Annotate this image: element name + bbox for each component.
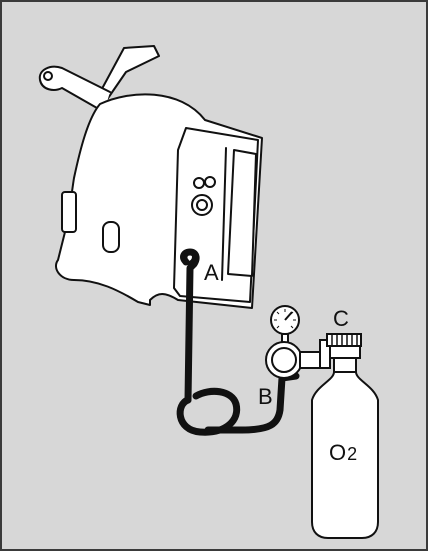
label-cylinder: O2 <box>329 440 357 465</box>
valve-knob-ridges <box>331 334 358 346</box>
knob-large-inner <box>196 199 208 211</box>
label-cylinder-main: O <box>329 440 346 465</box>
device-body-slot <box>102 221 120 253</box>
gauge-ticks <box>274 309 296 329</box>
device-handle-arm <box>38 65 111 113</box>
label-regulator: B <box>258 384 273 409</box>
label-connector: A <box>204 260 219 285</box>
connector-port <box>180 249 196 265</box>
knob-small-left <box>193 177 205 189</box>
label-valve: C <box>333 306 349 331</box>
gauge-needle <box>284 311 293 321</box>
pressure-gauge <box>270 305 300 349</box>
device-unit <box>38 45 263 309</box>
knob-small-right <box>204 176 216 188</box>
oxygen-cylinder <box>311 371 379 539</box>
valve-neck <box>333 357 357 373</box>
device-display-window <box>227 149 257 277</box>
display-edge <box>221 147 227 281</box>
valve-body <box>329 345 361 359</box>
regulator <box>265 339 331 379</box>
device-side-knob <box>61 191 77 233</box>
label-cylinder-sub: 2 <box>347 444 357 464</box>
cylinder-valve <box>326 333 362 373</box>
regulator-inner <box>271 347 297 373</box>
handle-pivot <box>43 71 53 81</box>
